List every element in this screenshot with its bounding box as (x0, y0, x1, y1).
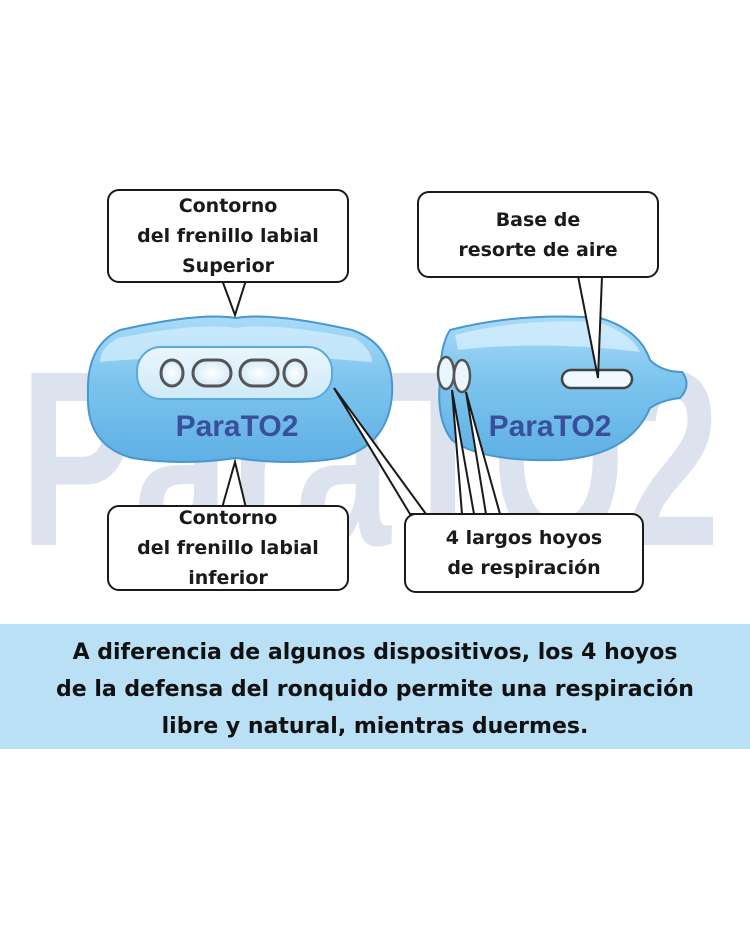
description-banner: A diferencia de algunos dispositivos, lo… (0, 624, 750, 749)
callout-air-spring-line-2: resorte de aire (458, 238, 618, 261)
banner-line-1: A diferencia de algunos dispositivos, lo… (72, 640, 678, 665)
callout-breathing-holes-line-2: de respiración (447, 557, 601, 579)
callout-lower-frenulum-line-3: inferior (188, 567, 268, 589)
banner-line-3: libre y natural, mientras duermes. (161, 714, 589, 739)
callout-air-spring-line-1: Base de (495, 208, 581, 231)
callout-upper-frenulum-line-2: del frenillo labial (137, 225, 319, 247)
callout-upper-frenulum-line-1: Contorno (178, 195, 278, 217)
breathing-hole-1 (159, 358, 185, 388)
breathing-hole-3 (238, 358, 280, 388)
side-hole-back (452, 358, 472, 394)
breathing-hole-4 (282, 358, 308, 388)
front-device-logo: ParaTO2 (176, 410, 299, 443)
front-device: ParaTO2 (86, 315, 394, 463)
banner-line-2: de la defensa del ronquido permite una r… (56, 677, 694, 702)
callout-breathing-holes: 4 largos hoyos de respiración (404, 513, 644, 593)
side-hole-front (436, 355, 456, 391)
breathing-hole-2 (191, 358, 233, 388)
callout-lower-frenulum-line-1: Contorno (178, 507, 278, 529)
pointer-upper-frenulum (220, 279, 248, 319)
callout-lower-frenulum: Contorno del frenillo labial inferior (107, 505, 349, 591)
side-device-body (438, 315, 688, 462)
callout-upper-frenulum-line-3: Superior (181, 255, 274, 277)
callout-air-spring: Base de resorte de aire (417, 191, 659, 278)
callout-upper-frenulum: Contorno del frenillo labial Superior (107, 189, 349, 283)
callout-breathing-holes-line-1: 4 largos hoyos (445, 527, 603, 549)
callout-lower-frenulum-line-2: del frenillo labial (137, 537, 319, 559)
side-device-logo: ParaTO2 (489, 410, 612, 443)
front-breathing-plate (136, 346, 333, 400)
